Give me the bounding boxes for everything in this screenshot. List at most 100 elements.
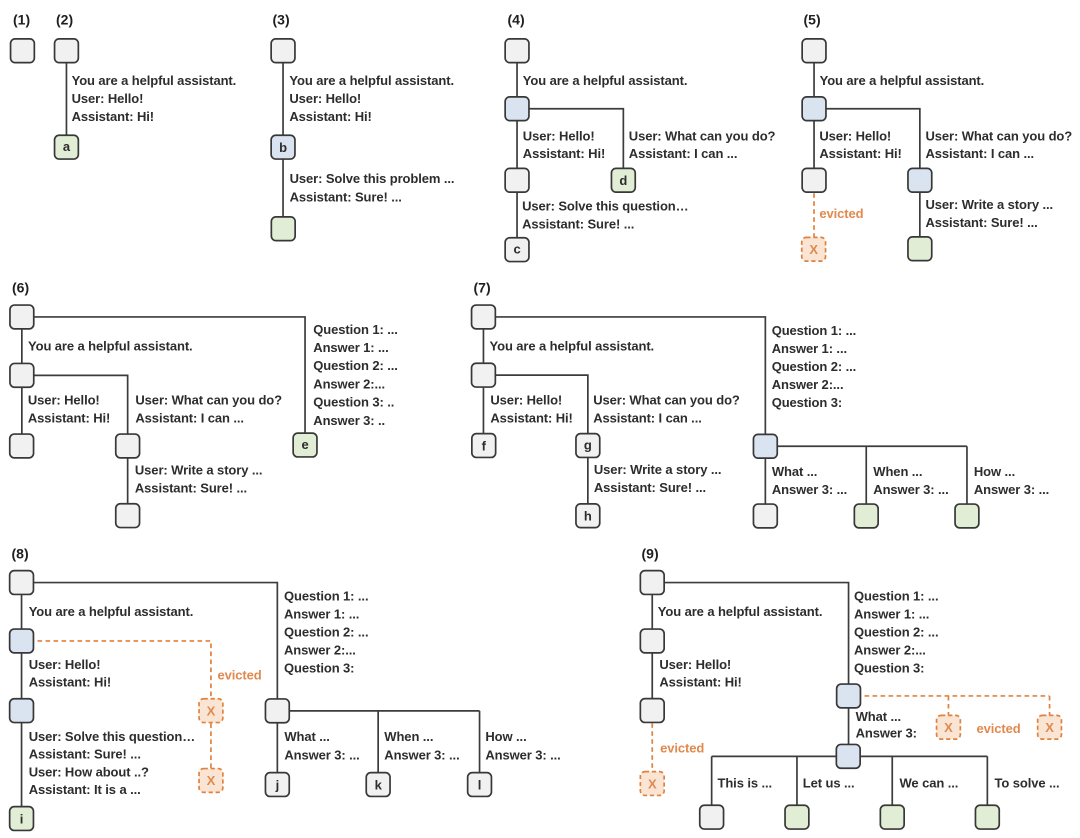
svg-text:User: Hello!: User: Hello! <box>523 128 595 143</box>
svg-text:d: d <box>619 173 627 188</box>
svg-text:Answer 3: ...: Answer 3: ... <box>284 747 359 762</box>
svg-text:(1): (1) <box>13 12 30 28</box>
svg-text:X: X <box>809 242 818 257</box>
svg-text:Assistant: Hi!: Assistant: Hi! <box>819 146 901 161</box>
svg-text:When ...: When ... <box>384 729 433 744</box>
svg-text:(8): (8) <box>12 545 29 561</box>
svg-text:User: Hello!: User: Hello! <box>819 128 891 143</box>
svg-text:Assistant: Sure! ...: Assistant: Sure! ... <box>290 189 402 204</box>
svg-text:Answer 1: ...: Answer 1: ... <box>284 606 359 621</box>
svg-text:a: a <box>63 139 71 154</box>
svg-text:Assistant: Hi!: Assistant: Hi! <box>289 109 371 124</box>
svg-text:Assistant: Hi!: Assistant: Hi! <box>523 146 605 161</box>
svg-text:Question 3: ..: Question 3: .. <box>313 395 394 410</box>
svg-text:l: l <box>478 777 482 792</box>
svg-text:User: Hello!: User: Hello! <box>28 393 100 408</box>
svg-text:You are a helpful assistant.: You are a helpful assistant. <box>820 73 985 88</box>
svg-text:(6): (6) <box>12 279 29 295</box>
svg-text:What ...: What ... <box>284 729 329 744</box>
svg-text:User: What can you do?: User: What can you do? <box>135 393 282 408</box>
svg-text:evicted: evicted <box>819 206 863 221</box>
svg-text:User: Solve this question…: User: Solve this question… <box>29 729 195 744</box>
svg-text:(2): (2) <box>56 12 73 28</box>
svg-text:Answer 1: ...: Answer 1: ... <box>772 341 847 356</box>
svg-text:Answer 2:...: Answer 2:... <box>854 642 926 657</box>
svg-text:Question 3:: Question 3: <box>854 660 924 675</box>
svg-text:You are a helpful assistant.: You are a helpful assistant. <box>29 604 194 619</box>
svg-text:Question 3:: Question 3: <box>772 395 842 410</box>
svg-text:Question 2: ...: Question 2: ... <box>284 624 368 639</box>
svg-text:(4): (4) <box>508 12 525 28</box>
svg-text:User: Write a story ...: User: Write a story ... <box>926 197 1054 212</box>
svg-text:Assistant: Sure! ...: Assistant: Sure! ... <box>135 480 247 495</box>
svg-text:Question 2: ...: Question 2: ... <box>313 358 397 373</box>
svg-text:We can ...: We can ... <box>900 776 959 791</box>
svg-text:(5): (5) <box>804 12 821 28</box>
svg-text:j: j <box>275 777 280 792</box>
svg-text:Assistant: It is a ...: Assistant: It is a ... <box>29 782 141 797</box>
svg-text:User: Hello!: User: Hello! <box>29 657 101 672</box>
svg-text:Assistant: I can ...: Assistant: I can ... <box>593 410 702 425</box>
svg-text:User: Hello!: User: Hello! <box>72 91 144 106</box>
svg-text:X: X <box>207 773 216 788</box>
svg-text:Answer 3: ..: Answer 3: .. <box>313 413 385 428</box>
svg-text:Answer 3: ...: Answer 3: ... <box>873 482 948 497</box>
svg-text:Assistant: Hi!: Assistant: Hi! <box>29 675 111 690</box>
svg-text:c: c <box>513 242 520 257</box>
svg-text:How ...: How ... <box>974 464 1015 479</box>
svg-text:You are a helpful assistant.: You are a helpful assistant. <box>28 339 193 354</box>
svg-text:Question 3:: Question 3: <box>284 660 354 675</box>
svg-text:X: X <box>944 720 953 735</box>
svg-text:Answer 3: ...: Answer 3: ... <box>485 747 560 762</box>
svg-text:User: Hello!: User: Hello! <box>490 393 562 408</box>
svg-text:Question 2: ...: Question 2: ... <box>854 624 938 639</box>
svg-text:h: h <box>584 509 592 524</box>
svg-text:Answer 1: ...: Answer 1: ... <box>313 340 388 355</box>
svg-text:k: k <box>375 777 383 792</box>
svg-text:(7): (7) <box>474 279 491 295</box>
svg-text:Answer 3: ...: Answer 3: ... <box>772 482 847 497</box>
svg-text:Answer 3: ...: Answer 3: ... <box>384 747 459 762</box>
svg-text:How ...: How ... <box>485 729 526 744</box>
svg-text:Assistant: Hi!: Assistant: Hi! <box>72 109 154 124</box>
svg-text:X: X <box>207 703 216 718</box>
svg-text:What ...: What ... <box>856 709 901 724</box>
svg-text:Answer 3:: Answer 3: <box>856 726 917 741</box>
svg-text:g: g <box>584 437 592 452</box>
svg-text:User: What can you do?: User: What can you do? <box>926 128 1073 143</box>
svg-text:Question 1: ...: Question 1: ... <box>772 323 856 338</box>
svg-text:e: e <box>301 437 308 452</box>
svg-text:You are a helpful assistant.: You are a helpful assistant. <box>658 604 823 619</box>
svg-text:What ...: What ... <box>772 464 817 479</box>
svg-text:X: X <box>648 776 657 791</box>
svg-text:This is ...: This is ... <box>718 776 773 791</box>
svg-text:Assistant: Hi!: Assistant: Hi! <box>28 410 110 425</box>
svg-text:evicted: evicted <box>660 741 704 756</box>
svg-text:Assistant: Sure! ...: Assistant: Sure! ... <box>594 480 706 495</box>
svg-text:Assistant: Hi!: Assistant: Hi! <box>659 675 741 690</box>
svg-text:User: How about ..?: User: How about ..? <box>29 764 149 779</box>
svg-text:Assistant: I can ...: Assistant: I can ... <box>629 146 738 161</box>
svg-text:b: b <box>279 140 287 155</box>
svg-text:User: What can you do?: User: What can you do? <box>593 393 740 408</box>
svg-text:f: f <box>482 438 487 453</box>
svg-text:You are a helpful assistant.: You are a helpful assistant. <box>289 73 454 88</box>
svg-text:X: X <box>1045 720 1054 735</box>
svg-text:You are a helpful assistant.: You are a helpful assistant. <box>523 73 688 88</box>
svg-text:Answer 2:...: Answer 2:... <box>284 642 356 657</box>
svg-text:To solve ...: To solve ... <box>995 776 1060 791</box>
svg-text:i: i <box>20 811 24 826</box>
svg-text:Question 2: ...: Question 2: ... <box>772 359 856 374</box>
svg-text:User: Hello!: User: Hello! <box>289 91 361 106</box>
svg-text:User: Solve this question…: User: Solve this question… <box>522 199 688 214</box>
svg-text:Assistant: Sure! ...: Assistant: Sure! ... <box>522 216 634 231</box>
svg-text:Question 1: ...: Question 1: ... <box>284 588 368 603</box>
svg-text:Answer 2:...: Answer 2:... <box>313 376 385 391</box>
svg-text:(9): (9) <box>642 545 659 561</box>
svg-text:You are a helpful assistant.: You are a helpful assistant. <box>490 339 655 354</box>
svg-text:Assistant: I can ...: Assistant: I can ... <box>926 146 1035 161</box>
svg-text:evicted: evicted <box>977 721 1021 736</box>
svg-text:Assistant: Hi!: Assistant: Hi! <box>490 410 572 425</box>
svg-text:User: Solve this problem ...: User: Solve this problem ... <box>290 171 455 186</box>
svg-text:Question 1: ...: Question 1: ... <box>854 588 938 603</box>
